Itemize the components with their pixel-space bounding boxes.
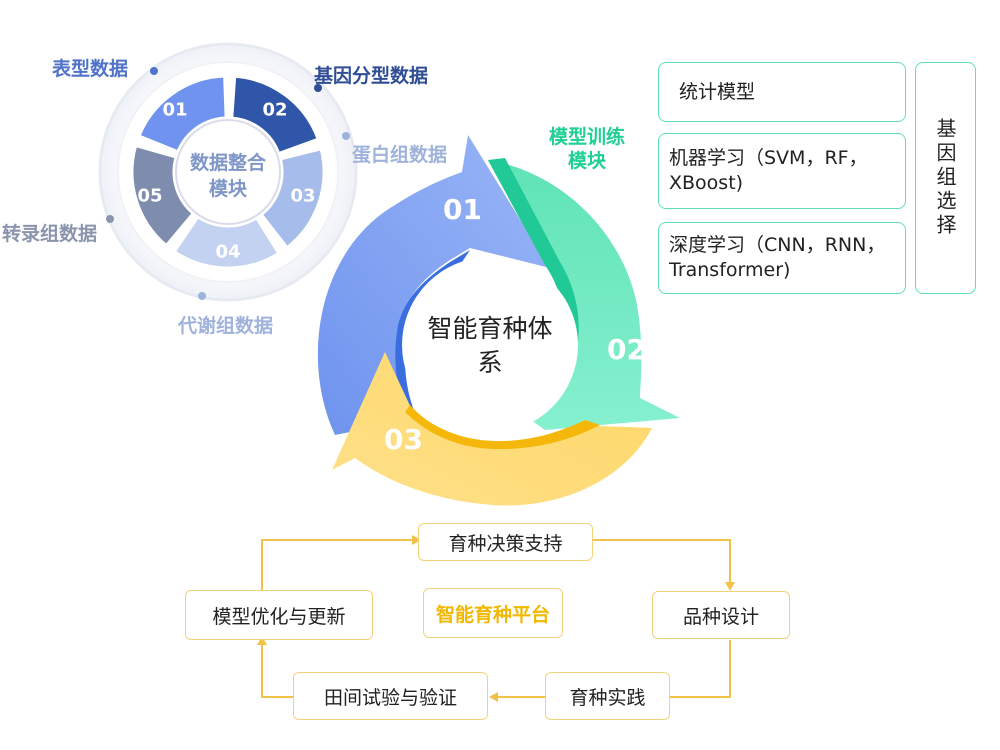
segment-num-02: 02 [262,99,288,121]
step-field-trial: 田间试验与验证 [293,672,488,720]
integration-segments [130,74,326,270]
platform-center: 智能育种平台 [423,588,563,638]
integration-segment-01 [137,74,228,154]
model-training-line2: 模块 [567,150,606,172]
segment-num-03: 03 [290,185,316,207]
step-variety-design: 品种设计 [652,591,790,639]
cycle-center [402,257,578,433]
integration-segment-03 [259,146,326,250]
integration-center-label: 数据整合 模块 [176,150,280,202]
integration-center [175,119,281,225]
cycle-center-line1: 智能育种体 [427,314,553,343]
label-transcriptome: 转录组数据 [2,223,98,245]
label-genotype: 基因分型数据 [314,65,429,87]
model-statistical-text: 统计模型 [679,80,756,103]
integration-segment-02 [230,74,321,156]
cycle-num-01: 01 [443,193,482,226]
model-box-dl: 深度学习（CNN，RNN， Transformer) [658,222,906,294]
cycle-arrow-03 [332,352,652,506]
label-metabolome: 代谢组数据 [178,315,274,337]
step-decision-support: 育种决策支持 [418,523,593,561]
integration-segment-04 [172,214,281,270]
model-dl-line1: 深度学习（CNN，RNN， [669,234,886,257]
genome-selection-text: 基因组选择 [933,118,957,238]
segment-num-04: 04 [215,241,241,263]
genome-selection-box: 基因组选择 [915,62,976,294]
cycle-center-line2: 系 [477,348,503,377]
cycle-center-label: 智能育种体 系 [412,312,568,380]
step-breeding-practice: 育种实践 [545,672,670,720]
model-ml-line1: 机器学习（SVM，RF， [669,147,868,170]
model-box-ml: 机器学习（SVM，RF， XBoost) [658,133,906,209]
label-proteome: 蛋白组数据 [352,144,448,166]
model-box-statistical: 统计模型 [658,62,906,122]
segment-num-05: 05 [137,185,163,207]
integration-center-line1: 数据整合 [189,152,266,174]
model-training-line1: 模型训练 [548,126,625,148]
cycle-num-03: 03 [384,423,423,456]
integration-segment-05 [130,143,196,248]
integration-center-line2: 模块 [208,178,247,200]
cycle-arrow-01 [317,135,550,435]
label-phenotype: 表型数据 [52,58,129,80]
segment-num-01: 01 [162,99,188,121]
model-ml-line2: XBoost) [669,172,744,194]
step-model-update: 模型优化与更新 [185,590,373,640]
cycle-num-02: 02 [607,333,646,366]
model-dl-line2: Transformer) [669,259,791,281]
model-training-label: 模型训练 模块 [532,125,642,173]
